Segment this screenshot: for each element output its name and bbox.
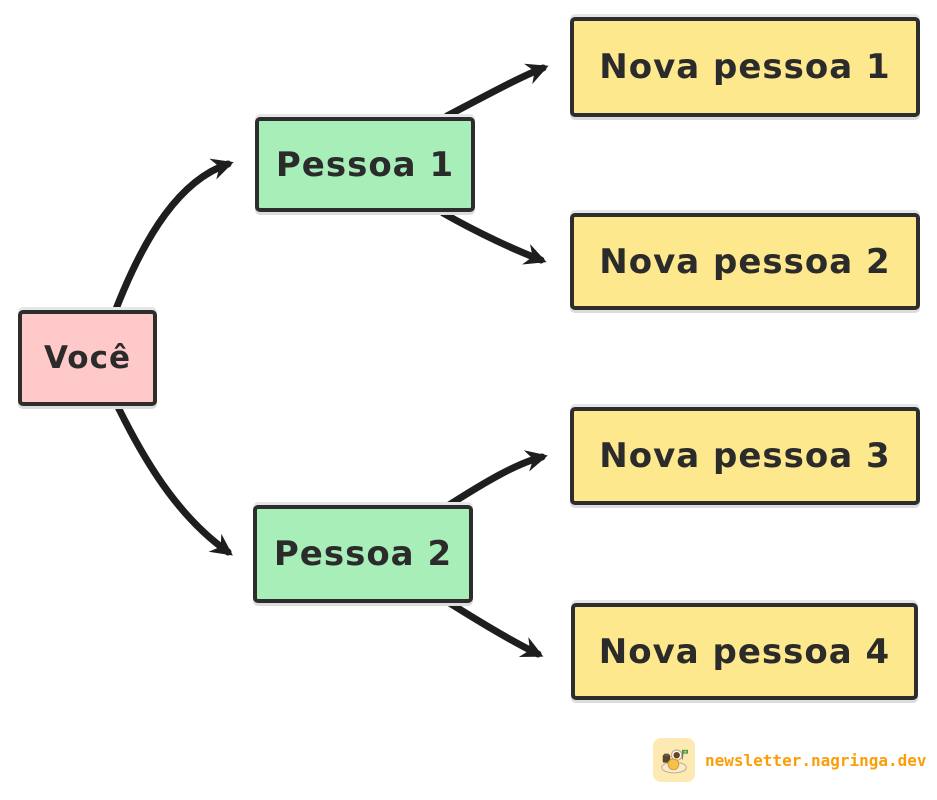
node-nova-pessoa-3-label: Nova pessoa 3 [599,436,891,476]
node-nova-pessoa-3: Nova pessoa 3 [570,407,920,505]
node-pessoa-2: Pessoa 2 [253,505,473,603]
arrow-voce-to-pessoa1 [112,158,234,313]
arrow-pessoa2-to-nova3 [442,450,548,511]
node-pessoa-1-label: Pessoa 1 [275,144,455,185]
watermark: newsletter.nagringa.dev [653,738,927,782]
node-nova-pessoa-1-label: Nova pessoa 1 [599,47,891,87]
node-voce-label: Você [44,340,131,376]
node-voce: Você [18,310,157,406]
node-nova-pessoa-2-label: Nova pessoa 2 [599,241,891,282]
arrow-pessoa1-to-nova2 [439,209,547,265]
node-pessoa-1: Pessoa 1 [255,117,475,212]
node-nova-pessoa-4-label: Nova pessoa 4 [598,631,891,672]
node-pessoa-2-label: Pessoa 2 [273,534,453,574]
arrow-pessoa1-to-nova1 [443,63,549,120]
arrow-voce-to-pessoa2 [114,403,233,556]
arrow-pessoa2-to-nova4 [444,598,544,658]
watermark-url: newsletter.nagringa.dev [705,750,927,770]
breakfast-tray-icon [653,738,695,782]
node-nova-pessoa-2: Nova pessoa 2 [570,213,920,310]
node-nova-pessoa-4: Nova pessoa 4 [571,603,918,700]
node-nova-pessoa-1: Nova pessoa 1 [570,17,920,117]
